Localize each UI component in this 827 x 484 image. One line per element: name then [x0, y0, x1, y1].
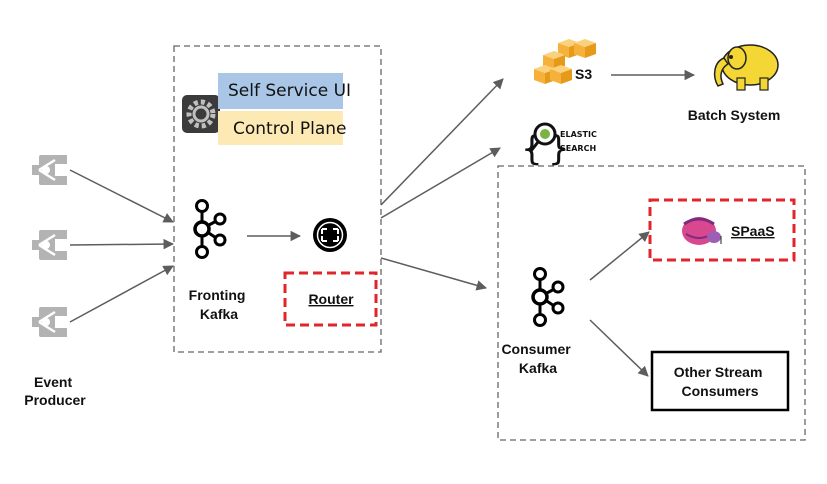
kafka-icon	[531, 266, 565, 328]
router-label: Router	[308, 291, 354, 307]
arrow	[380, 78, 504, 206]
elasticsearch-icon: { } ELASTIC SEARCH	[521, 122, 597, 169]
arrow	[69, 265, 174, 323]
fronting-group-box	[173, 45, 382, 353]
self-service-ui-box	[218, 73, 343, 109]
arrow	[589, 231, 650, 281]
spaas-box	[648, 198, 796, 262]
router-box	[283, 271, 378, 327]
spaas-label: SPaaS	[731, 223, 775, 239]
consumer-group-box	[497, 165, 806, 441]
router-icon	[313, 218, 347, 252]
other-consumers-label: Other Stream Consumers	[674, 364, 767, 399]
self-service-ui-label: Self Service UI	[228, 81, 351, 101]
producer-label: Event Producer	[24, 374, 86, 408]
search-label: SEARCH	[560, 144, 596, 153]
consumer-kafka-label: Consumer Kafka	[501, 341, 574, 376]
arrow	[380, 147, 501, 219]
producer-icon	[30, 153, 69, 187]
control-plane-label: Control Plane	[233, 119, 346, 139]
arrow	[69, 238, 175, 250]
s3-label: S3	[575, 66, 592, 82]
other-consumers-box	[650, 350, 790, 412]
control-plane-box	[218, 111, 343, 145]
arrow	[380, 257, 488, 291]
kafka-icon	[193, 198, 227, 260]
arrow	[69, 169, 174, 223]
hadoop-elephant-icon	[713, 44, 779, 91]
fronting-kafka-label: Fronting Kafka	[189, 287, 250, 322]
producer-icon	[30, 305, 69, 339]
gear-icon	[182, 95, 220, 133]
batch-system-label: Batch System	[688, 107, 781, 123]
producer-icon	[30, 228, 69, 262]
arrow	[589, 319, 649, 377]
elastic-label: ELASTIC	[560, 130, 597, 139]
spaas-icon	[682, 217, 722, 245]
